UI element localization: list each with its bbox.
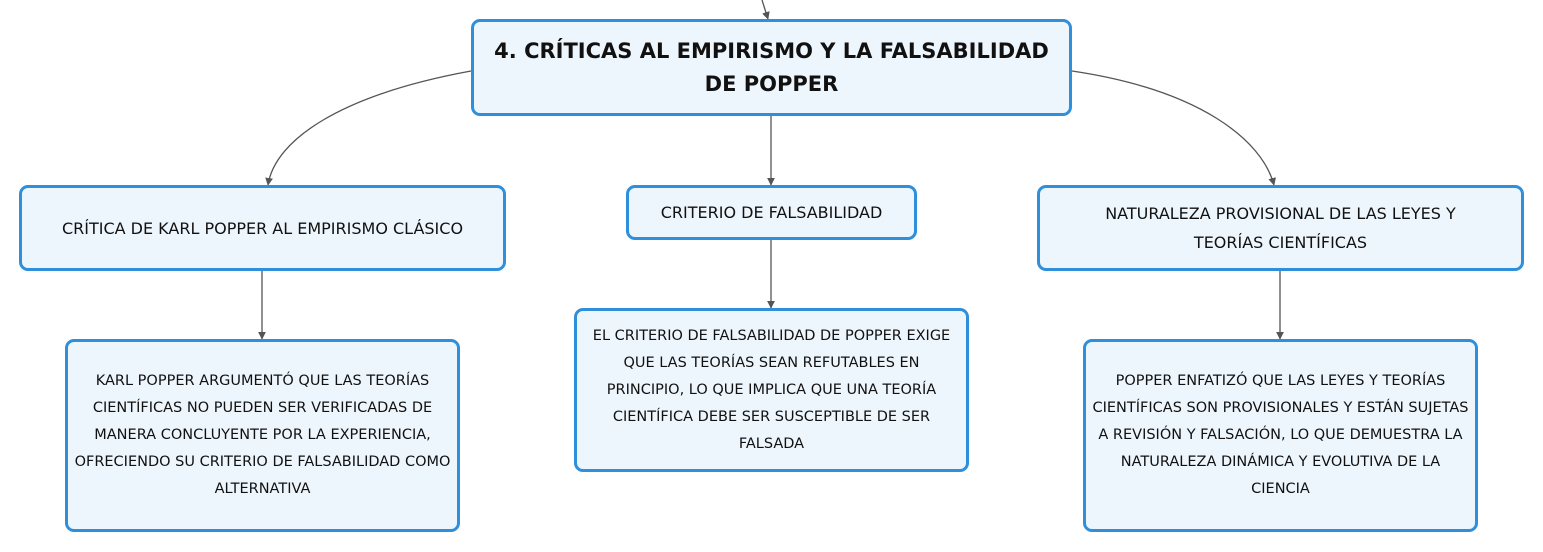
branch-label-criterio-falsabilidad: CRITERIO DE FALSABILIDAD (660, 203, 883, 222)
branch-node-criterio-falsabilidad[interactable]: CRITERIO DE FALSABILIDAD (626, 185, 917, 240)
branch-label-critica-popper: CRÍTICA DE KARL POPPER AL EMPIRISMO CLÁS… (61, 218, 464, 238)
detail-node-criterio-falsabilidad[interactable]: EL CRITERIO DE FALSABILIDAD DE POPPER EX… (574, 308, 969, 472)
connector-incoming-parent (761, 0, 770, 20)
detail-node-naturaleza-provisional[interactable]: POPPER ENFATIZÓ QUE LAS LEYES Y TEORÍAS … (1083, 339, 1478, 532)
connector-root-to-critica (265, 70, 472, 186)
detail-text-critica-popper: KARL POPPER ARGUMENTÓ QUE LAS TEORÍAS CI… (74, 373, 451, 497)
connector-root-to-naturaleza (1071, 70, 1276, 186)
branch-node-critica-popper[interactable]: CRÍTICA DE KARL POPPER AL EMPIRISMO CLÁS… (19, 185, 506, 271)
root-topic-label: 4. CRÍTICAS AL EMPIRISMO Y LA FALSABILID… (494, 38, 1049, 96)
detail-text-criterio-falsabilidad: EL CRITERIO DE FALSABILIDAD DE POPPER EX… (592, 327, 951, 452)
branch-node-naturaleza-provisional[interactable]: NATURALEZA PROVISIONAL DE LAS LEYES Y TE… (1037, 185, 1524, 271)
detail-node-critica-popper[interactable]: KARL POPPER ARGUMENTÓ QUE LAS TEORÍAS CI… (65, 339, 460, 532)
detail-text-naturaleza-provisional: POPPER ENFATIZÓ QUE LAS LEYES Y TEORÍAS … (1092, 373, 1469, 497)
branch-label-naturaleza-provisional: NATURALEZA PROVISIONAL DE LAS LEYES Y TE… (1105, 204, 1456, 252)
root-topic-node[interactable]: 4. CRÍTICAS AL EMPIRISMO Y LA FALSABILID… (471, 19, 1072, 116)
